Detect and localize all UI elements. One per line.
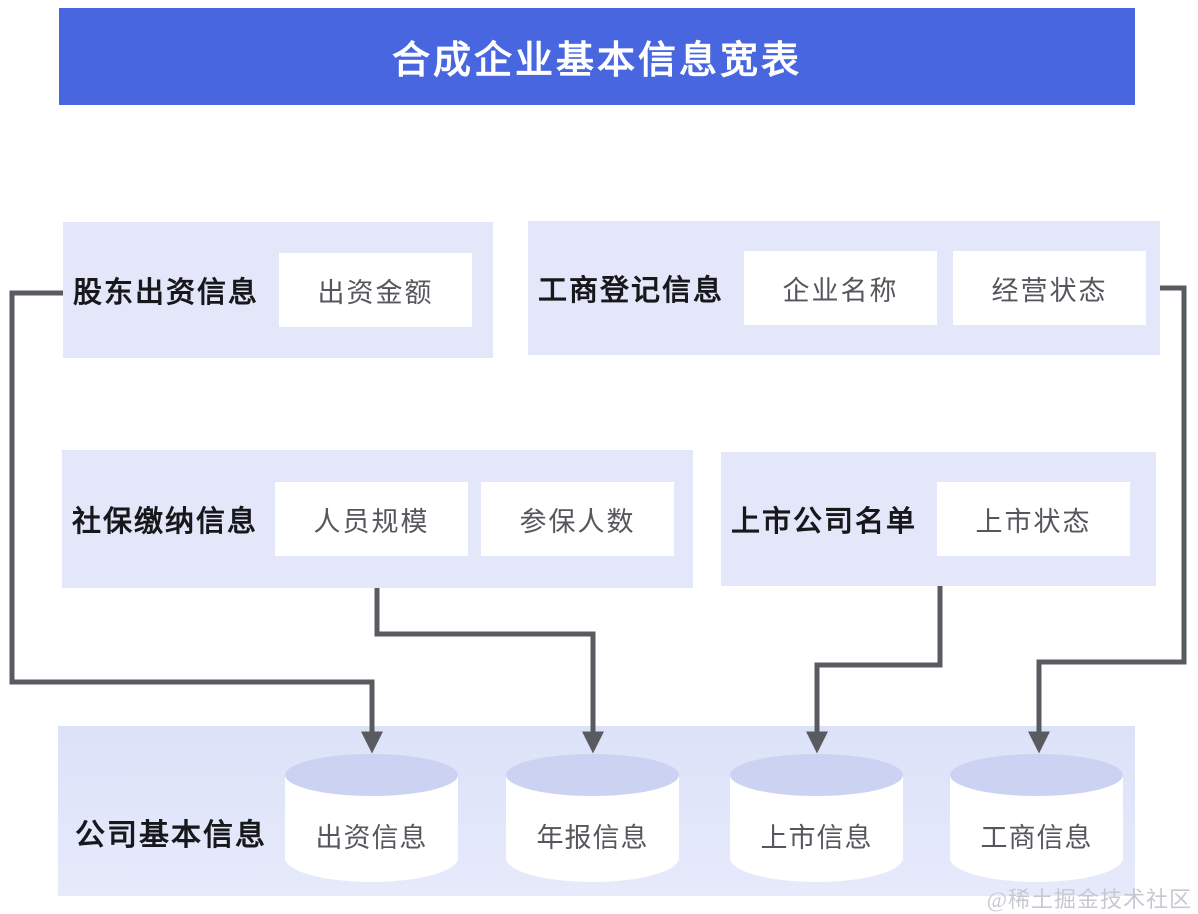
connector-listed-to-listing-arrow xyxy=(805,586,943,754)
database-cylinder-listing-info: 上市信息 xyxy=(730,754,903,882)
group-label: 上市公司名单 xyxy=(731,506,918,538)
cylinder-label: 工商信息 xyxy=(980,823,1093,853)
group-business-registration: 工商登记信息 企业名称 经营状态 xyxy=(528,221,1160,355)
field-chip: 上市状态 xyxy=(937,482,1130,556)
group-label: 工商登记信息 xyxy=(538,275,725,307)
group-label: 股东出资信息 xyxy=(73,277,260,309)
group-shareholder-investment: 股东出资信息 出资金额 xyxy=(63,222,493,358)
title-banner: 合成企业基本信息宽表 xyxy=(59,8,1135,105)
database-cylinder-investment-info: 出资信息 xyxy=(285,754,458,882)
field-chip: 人员规模 xyxy=(275,482,468,556)
cylinder-body: 年报信息 xyxy=(506,775,679,882)
result-label: 公司基本信息 xyxy=(75,819,267,852)
field-chip: 经营状态 xyxy=(953,251,1146,325)
cylinder-label: 上市信息 xyxy=(760,823,873,853)
watermark: @稀土掘金技术社区 xyxy=(986,887,1192,912)
cylinder-top-ellipse xyxy=(285,754,458,796)
cylinder-top-ellipse xyxy=(506,754,679,796)
field-chip: 出资金额 xyxy=(279,253,472,327)
cylinder-top-ellipse xyxy=(730,754,903,796)
page-title: 合成企业基本信息宽表 xyxy=(391,40,802,82)
database-cylinder-annual-report-info: 年报信息 xyxy=(506,754,679,882)
field-chip: 参保人数 xyxy=(481,482,674,556)
cylinder-label: 年报信息 xyxy=(536,823,649,853)
cylinder-label: 出资信息 xyxy=(315,823,428,853)
cylinder-top-ellipse xyxy=(950,754,1123,796)
group-label: 社保缴纳信息 xyxy=(72,506,259,538)
connector-social-to-annual-arrow xyxy=(374,588,605,754)
group-listed-companies: 上市公司名单 上市状态 xyxy=(721,452,1156,586)
field-chip: 企业名称 xyxy=(744,251,937,325)
group-social-security: 社保缴纳信息 人员规模 参保人数 xyxy=(62,450,693,588)
database-cylinder-business-info: 工商信息 xyxy=(950,754,1123,882)
